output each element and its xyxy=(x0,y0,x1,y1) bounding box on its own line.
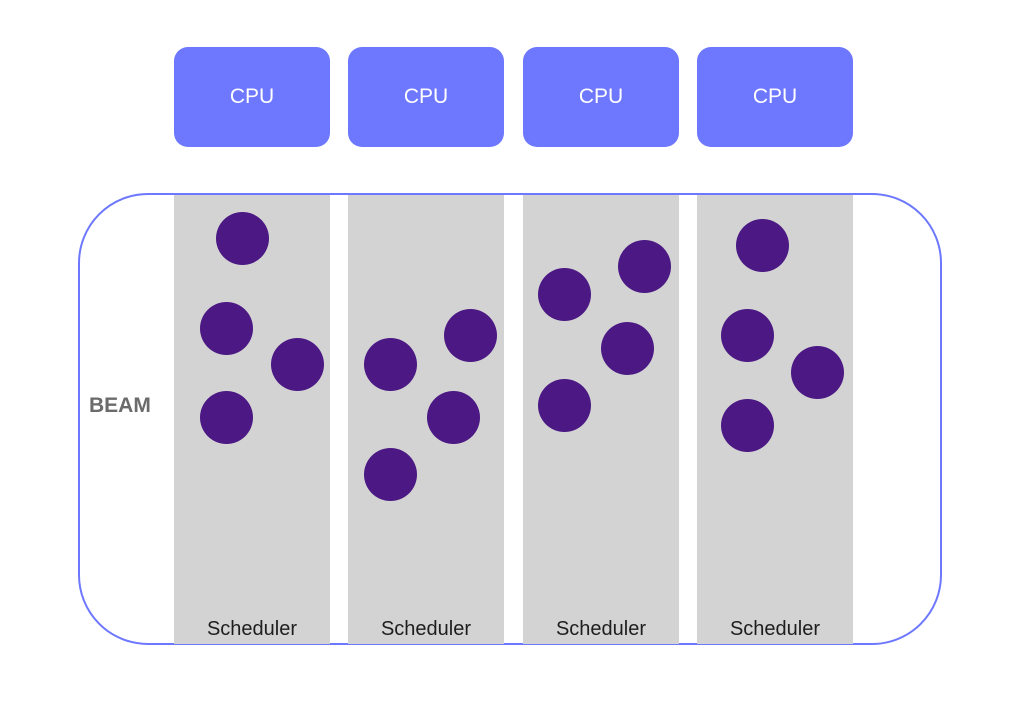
process-circle xyxy=(538,268,591,321)
scheduler-label: Scheduler xyxy=(380,618,472,640)
process-circle xyxy=(271,338,324,391)
process-circle xyxy=(216,212,269,265)
process-circle xyxy=(200,302,253,355)
process-circle xyxy=(618,240,671,293)
scheduler-column-2: Scheduler xyxy=(348,195,504,644)
cpu-box-3: CPU xyxy=(523,47,679,147)
cpu-label: CPU xyxy=(403,85,449,108)
process-circle xyxy=(364,338,417,391)
process-circle xyxy=(444,309,497,362)
cpu-label: CPU xyxy=(578,85,624,108)
process-circle xyxy=(791,346,844,399)
scheduler-column-3: Scheduler xyxy=(523,195,679,644)
process-circle xyxy=(364,448,417,501)
process-circle xyxy=(538,379,591,432)
cpu-box-4: CPU xyxy=(697,47,853,147)
process-circle xyxy=(200,391,253,444)
scheduler-label: Scheduler xyxy=(729,618,821,640)
scheduler-column-4: Scheduler xyxy=(697,195,853,644)
scheduler-label: Scheduler xyxy=(555,618,647,640)
beam-container xyxy=(78,193,942,645)
cpu-box-1: CPU xyxy=(174,47,330,147)
scheduler-column-1: Scheduler xyxy=(174,195,330,644)
cpu-label: CPU xyxy=(752,85,798,108)
process-circle xyxy=(427,391,480,444)
cpu-box-2: CPU xyxy=(348,47,504,147)
beam-label: BEAM xyxy=(89,394,151,417)
cpu-label: CPU xyxy=(229,85,275,108)
process-circle xyxy=(601,322,654,375)
scheduler-label: Scheduler xyxy=(206,618,298,640)
process-circle xyxy=(736,219,789,272)
process-circle xyxy=(721,309,774,362)
process-circle xyxy=(721,399,774,452)
